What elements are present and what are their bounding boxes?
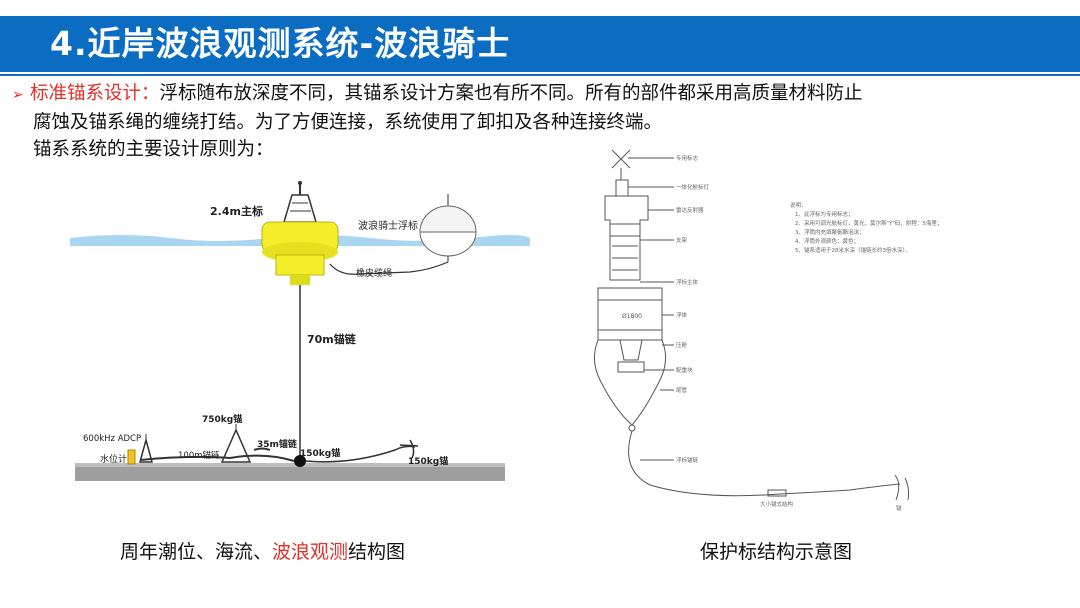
right-label-1: 专用标志 <box>676 154 699 162</box>
page-title: 4.近岸波浪观测系统-波浪骑士 <box>50 24 511 63</box>
intro-line-1-text: 浮标随布放深度不同，其锚系设计方案也有所不同。所有的部件都采用高质量材料防止 <box>159 83 863 104</box>
right-label-6: 浮体 <box>676 311 688 319</box>
intro-line-2: 腐蚀及锚系绳的缠绕打结。为了方便连接，系统使用了卸扣及各种连接终端。 <box>33 112 663 133</box>
seabed-texture <box>75 463 505 467</box>
label-anchor-150-b: 150kg锚 <box>408 455 448 467</box>
end-anchor-label: 锚 <box>896 504 902 512</box>
rubber-rope <box>329 261 449 275</box>
title-bar: 4.近岸波浪观测系统-波浪骑士 <box>0 16 1080 72</box>
lamp <box>615 179 629 197</box>
label-anchor-750: 750kg锚 <box>202 413 242 425</box>
adcp-frame <box>127 434 153 465</box>
bullet-arrow-icon: ➢ <box>12 87 24 103</box>
caption-left-post: 结构图 <box>348 541 406 563</box>
bottom-structure-label: 大小锚式结构 <box>760 500 794 508</box>
mooring-line <box>628 430 901 497</box>
main-buoy <box>261 181 339 285</box>
anchor-750kg <box>220 424 271 463</box>
anchor-150kg-ball <box>294 455 306 467</box>
label-rubber-rope: 橡皮缆绳 <box>356 267 392 279</box>
notes-title: 说明： <box>790 201 807 209</box>
intro-lead: 标准锚系设计： <box>30 83 160 104</box>
note-2: 2、采用可调光航标灯，黄光，莫尔斯"Y"码，射程：5海里； <box>795 219 942 227</box>
note-1: 1、此浮标为专用标志； <box>795 210 854 218</box>
tail-tube <box>619 339 643 361</box>
top-mark-cross-2 <box>611 149 631 169</box>
label-chain-100m: 100m锚链 <box>178 450 220 461</box>
bottom-chain-right <box>305 445 416 463</box>
note-5: 5、锚系适用于28米水深（锚链长约3倍水深）。 <box>795 246 911 254</box>
intro-line-3: 锚系系统的主要设计原则为： <box>33 139 274 160</box>
note-4: 4、浮筒外观颜色：黄色； <box>795 237 859 245</box>
right-label-5: 浮标主体 <box>676 278 699 286</box>
diameter-label: Ø1800 <box>622 313 642 320</box>
anchor-150kg-right <box>399 439 419 459</box>
caption-left-highlight: 波浪观测 <box>272 541 349 563</box>
bottom-chain-left <box>139 454 295 462</box>
label-adcp: 600kHz ADCP <box>83 434 141 444</box>
caption-right: 保护标结构示意图 <box>700 541 853 563</box>
right-label-10: 浮标锚链 <box>676 456 699 464</box>
label-anchor-150-a: 150kg锚 <box>300 447 340 459</box>
label-chain-70m: 70m锚链 <box>307 332 357 346</box>
right-label-7: 压舱 <box>676 341 688 349</box>
right-label-8: 配重块 <box>676 366 693 374</box>
wave-rider-buoy <box>419 194 477 262</box>
right-label-2: 一体化航标灯 <box>676 183 710 191</box>
right-label-4: 支架 <box>676 236 688 244</box>
intro-line-1: ➢ 标准锚系设计：浮标随布放深度不同，其锚系设计方案也有所不同。所有的部件都采用高… <box>12 80 1072 109</box>
caption-left-pre: 周年潮位、海流、 <box>120 541 273 563</box>
label-tide-gauge: 水位计 <box>100 453 127 465</box>
label-chain-35m: 35m锚链 <box>257 438 298 450</box>
caption-left: 周年潮位、海流、波浪观测结构图 <box>120 537 405 564</box>
right-label-3: 雷达反射器 <box>676 206 704 214</box>
note-3: 3、浮筒内充填聚氨酯泡沫； <box>795 228 865 236</box>
title-underline <box>0 74 1080 76</box>
label-wave-buoy: 波浪骑士浮标 <box>358 219 418 232</box>
label-main-buoy: 2.4m主标 <box>210 204 263 218</box>
right-label-9: 尾管 <box>676 386 688 394</box>
seabed <box>75 463 505 481</box>
tower <box>604 195 649 281</box>
intro-text: ➢ 标准锚系设计：浮标随布放深度不同，其锚系设计方案也有所不同。所有的部件都采用高… <box>12 80 1072 163</box>
